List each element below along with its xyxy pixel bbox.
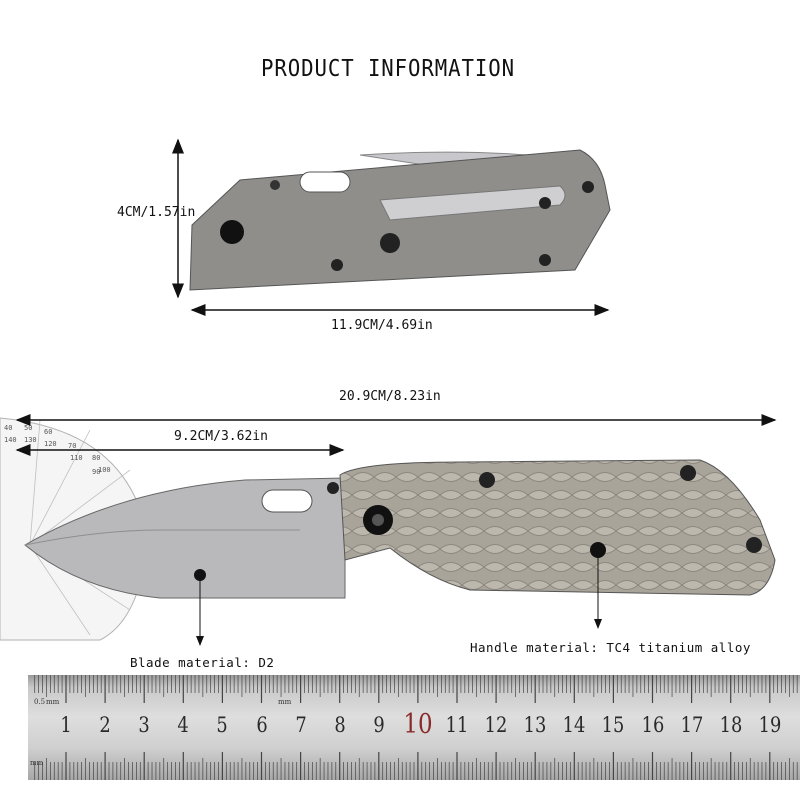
- ruler-number: 5: [216, 713, 229, 737]
- protractor-number: 40: [4, 424, 13, 432]
- ruler-number: 7: [294, 713, 307, 737]
- ruler-number: 18: [719, 713, 743, 737]
- ruler-number: 16: [641, 713, 664, 737]
- protractor-number: 120: [44, 440, 57, 448]
- protractor-number: 140: [4, 436, 17, 444]
- blade-length-label: 9.2CM/3.62in: [174, 429, 268, 444]
- ruler-number: 17: [680, 713, 703, 737]
- ruler-number: 8: [334, 713, 346, 737]
- ruler-number: 14: [562, 713, 586, 737]
- ruler-number: 3: [138, 713, 150, 737]
- protractor-number: 100: [98, 466, 111, 474]
- ruler-unit-mid: mm: [278, 698, 292, 706]
- ruler-unit-small: 0.5: [34, 698, 46, 706]
- ruler-unit-top: mm: [46, 698, 60, 706]
- ruler-number: 15: [602, 713, 625, 737]
- protractor-number: 110: [70, 454, 83, 462]
- ruler-number: 1: [60, 713, 72, 737]
- ruler-ticks: [34, 675, 798, 780]
- blade-material-label: Blade material: D2: [130, 655, 275, 670]
- ruler-number: 10: [403, 709, 433, 740]
- folded-length-label: 11.9CM/4.69in: [331, 318, 433, 333]
- ruler-number: 4: [177, 713, 189, 737]
- ruler-number: 11: [445, 713, 469, 737]
- handle-material-label: Handle material: TC4 titanium alloy: [470, 640, 751, 655]
- ruler-number: 6: [255, 713, 268, 737]
- protractor-number: 90: [92, 468, 101, 476]
- ruler-number: 13: [523, 713, 547, 737]
- protractor-number: 80: [92, 454, 101, 462]
- total-length-label: 20.9CM/8.23in: [339, 389, 441, 404]
- protractor-number: 60: [44, 428, 53, 436]
- protractor-number: 70: [68, 442, 77, 450]
- folded-height-label: 4CM/1.57in: [117, 205, 196, 220]
- ruler-number: 19: [758, 713, 782, 737]
- protractor-number: 130: [24, 436, 37, 444]
- protractor-number: 50: [24, 424, 33, 432]
- ruler-number: 9: [373, 713, 385, 737]
- folded-knife: [189, 149, 611, 291]
- ruler-number: 2: [99, 713, 111, 737]
- page-title: PRODUCT INFORMATION: [261, 56, 515, 82]
- ruler-number: 12: [484, 713, 508, 737]
- open-knife: [24, 459, 776, 599]
- ruler-unit-bottom: mm: [30, 759, 44, 767]
